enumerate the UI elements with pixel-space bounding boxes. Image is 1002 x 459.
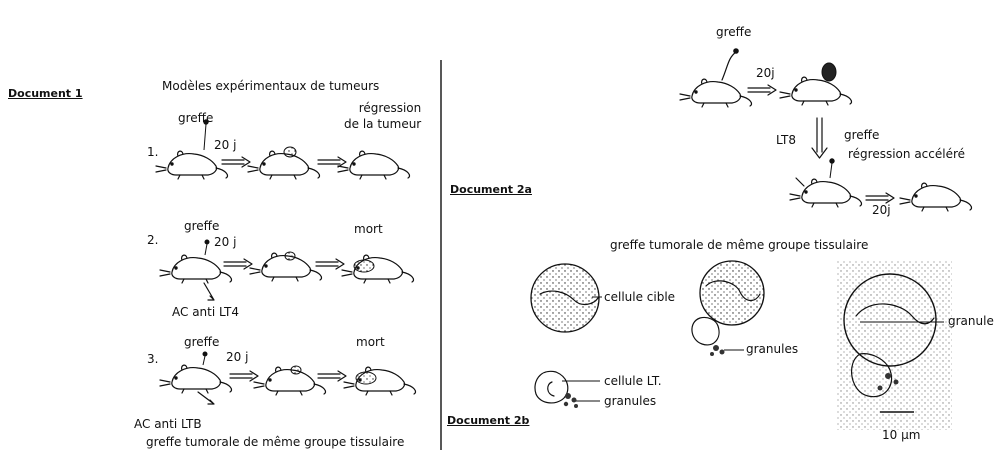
doc2a-greffe-mid: greffe bbox=[844, 128, 879, 142]
target-cell-2 bbox=[700, 261, 764, 325]
row1-arrow-2 bbox=[318, 157, 346, 167]
row1-number: 1. bbox=[147, 145, 158, 159]
row3-greffe: greffe bbox=[184, 335, 219, 349]
label-granules-2: granules bbox=[746, 342, 798, 356]
row2-days: 20 j bbox=[214, 235, 236, 249]
lt-cell-attached bbox=[692, 317, 725, 356]
row3-arrow-2 bbox=[318, 371, 346, 381]
row3-mouse-2 bbox=[254, 367, 326, 395]
doc1-label: Document 1 bbox=[8, 87, 83, 101]
row2-arrow-1 bbox=[224, 259, 252, 269]
label-cellule-lt: cellule LT. bbox=[604, 374, 662, 388]
label-granules-1: granules bbox=[604, 394, 656, 408]
doc2a-lt8: LT8 bbox=[776, 133, 796, 147]
row2-result: mort bbox=[354, 222, 383, 236]
label-granule: granule bbox=[948, 314, 994, 328]
row3-mouse-1 bbox=[160, 365, 232, 393]
label-cellule-cible: cellule cible bbox=[604, 290, 675, 304]
row3-mouse-3 bbox=[344, 367, 416, 395]
doc2a-arrow-down bbox=[812, 118, 827, 158]
doc2a-mouse-1 bbox=[680, 79, 752, 107]
doc2a-arrow-bottom bbox=[866, 193, 894, 203]
doc2a-mouse-2 bbox=[780, 77, 852, 105]
doc2a-arrow-top bbox=[748, 85, 776, 95]
row2-antibody: AC anti LT4 bbox=[172, 305, 239, 319]
row3-antibody: AC anti LTB bbox=[134, 417, 202, 431]
row2-mouse-3 bbox=[342, 255, 414, 283]
row2-mouse-1 bbox=[160, 255, 232, 283]
doc2a-label: Document 2a bbox=[450, 183, 532, 197]
row1-arrow-1 bbox=[222, 157, 250, 167]
row1-mouse-1 bbox=[156, 151, 228, 179]
doc2b-label: Document 2b bbox=[447, 414, 529, 428]
row3-injection-arrow bbox=[198, 392, 214, 404]
doc2a-days-bottom: 20j bbox=[872, 203, 891, 217]
doc2a-footer: greffe tumorale de même groupe tissulair… bbox=[610, 238, 868, 252]
row2-number: 2. bbox=[147, 233, 158, 247]
doc1-title: Modèles expérimentaux de tumeurs bbox=[162, 79, 379, 93]
row2-arrow-2 bbox=[316, 259, 344, 269]
lt-cell bbox=[535, 371, 578, 408]
row3-result: mort bbox=[356, 335, 385, 349]
killing-cell-box bbox=[836, 260, 952, 430]
row3-days: 20 j bbox=[226, 350, 248, 364]
row3-arrow-1 bbox=[230, 371, 258, 381]
row2-injection-arrow bbox=[204, 283, 214, 300]
row1-mouse-3 bbox=[338, 151, 410, 179]
row1-days: 20 j bbox=[214, 138, 236, 152]
row1-mouse-2 bbox=[248, 151, 320, 179]
row1-result: régression de la tumeur bbox=[344, 100, 421, 132]
target-cell-1 bbox=[531, 264, 599, 332]
row2-greffe: greffe bbox=[184, 219, 219, 233]
doc2a-regression: régression accéléré bbox=[848, 147, 965, 161]
doc1-footer: greffe tumorale de même groupe tissulair… bbox=[146, 435, 404, 449]
doc2a-greffe-top: greffe bbox=[716, 25, 751, 39]
row1-greffe: greffe bbox=[178, 111, 213, 125]
row3-number: 3. bbox=[147, 352, 158, 366]
scale-label: 10 µm bbox=[882, 428, 920, 442]
doc2a-mouse-4 bbox=[900, 183, 972, 211]
doc2a-days-top: 20j bbox=[756, 66, 775, 80]
